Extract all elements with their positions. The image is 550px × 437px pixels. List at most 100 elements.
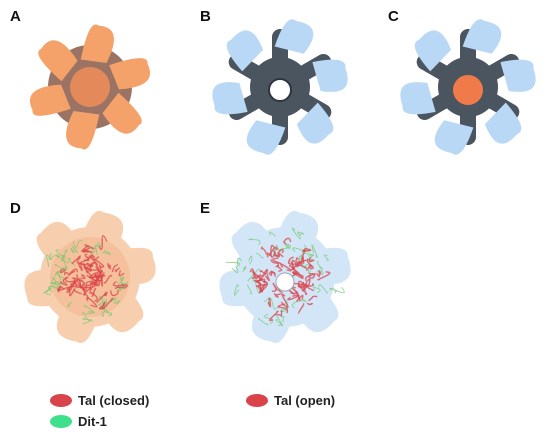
ribbon <box>287 294 300 301</box>
ribbon <box>306 302 313 306</box>
ribbon <box>304 272 316 282</box>
ribbon <box>291 227 301 240</box>
ribbon <box>101 310 106 317</box>
blue-lobes-b <box>212 19 348 155</box>
ribbon <box>67 301 72 308</box>
ribbon <box>65 276 79 283</box>
ribbon-model-d <box>24 210 156 344</box>
surface-lobe <box>295 284 339 333</box>
ribbon <box>329 287 345 294</box>
ribbon <box>301 248 307 262</box>
ribbon <box>119 275 124 291</box>
surface-lobe <box>100 284 144 333</box>
panel-label-a: A <box>10 8 21 25</box>
ribbon <box>83 284 92 296</box>
ribbon <box>76 256 90 264</box>
ribbon <box>77 263 86 272</box>
ribbon <box>276 310 283 317</box>
panel-label-e: E <box>200 200 211 217</box>
ribbon <box>89 283 94 294</box>
ribbon <box>225 261 241 267</box>
ribbon <box>86 297 98 308</box>
ribbon <box>82 250 90 253</box>
ribbon <box>308 256 315 263</box>
ribbon <box>247 268 260 282</box>
panel-label-d: D <box>10 200 21 217</box>
surface-lobe <box>231 221 275 270</box>
ribbon <box>296 231 305 236</box>
ribbon <box>98 301 106 310</box>
ribbon <box>89 254 95 259</box>
ribbon <box>71 255 81 265</box>
ribbon <box>268 270 275 276</box>
ribbon <box>277 264 283 272</box>
ribbon <box>283 237 292 245</box>
panel-e <box>210 202 360 352</box>
ribbon <box>107 263 112 270</box>
ribbon <box>98 234 108 251</box>
ribbon <box>96 293 107 303</box>
ribbon <box>290 287 299 295</box>
panel-c <box>393 12 543 162</box>
ribbon <box>60 281 68 286</box>
ribbon <box>292 271 304 278</box>
ribbon <box>271 282 279 292</box>
ribbon <box>107 312 113 317</box>
ribbon <box>264 274 270 282</box>
ribbon <box>316 260 324 271</box>
ribbon <box>296 263 308 272</box>
ribbon <box>51 278 60 287</box>
ribbons-e <box>225 227 345 327</box>
ribbon <box>280 293 289 309</box>
ribbon <box>115 283 125 290</box>
panel-d <box>15 202 165 352</box>
ribbon <box>80 274 86 279</box>
ribbon <box>81 318 91 325</box>
lobe <box>434 120 474 155</box>
ribbon <box>274 252 284 258</box>
ribbon <box>83 266 93 271</box>
ribbon <box>272 257 282 265</box>
lobe <box>484 102 522 144</box>
ribbon <box>249 268 257 279</box>
ribbon <box>315 270 322 278</box>
lobe-a <box>29 84 71 116</box>
ribbon <box>259 268 268 275</box>
central-pore-e <box>275 272 295 292</box>
ribbon <box>95 270 104 282</box>
ribbon <box>91 287 97 297</box>
ribbon <box>323 254 329 261</box>
ribbon <box>81 285 87 292</box>
ribbon <box>103 274 113 284</box>
ribbon <box>280 263 292 272</box>
ribbon <box>270 244 276 259</box>
ribbon <box>111 263 119 273</box>
ribbon <box>311 244 318 259</box>
ribbon <box>282 240 290 247</box>
orange-lobes-a <box>29 24 151 150</box>
legend-label-tal-open: Tal (open) <box>274 393 336 408</box>
ribbon <box>291 301 300 309</box>
ribbon <box>56 254 69 264</box>
ribbon <box>254 278 263 285</box>
ribbon <box>298 283 308 288</box>
ribbon <box>255 280 268 288</box>
ribbon <box>94 241 102 252</box>
ribbon <box>271 247 278 251</box>
ribbon <box>318 284 328 294</box>
ribbon <box>66 280 77 294</box>
ribbon <box>114 267 121 273</box>
ribbon <box>58 280 65 285</box>
lobe-a <box>102 92 142 134</box>
ribbon <box>281 316 285 323</box>
ribbon <box>260 246 268 255</box>
ribbon <box>68 288 75 297</box>
ribbon <box>84 244 95 250</box>
ribbon <box>61 249 68 262</box>
ribbon <box>114 299 120 305</box>
ribbon <box>118 283 127 291</box>
ribbon <box>267 297 272 308</box>
ribbon <box>231 265 239 274</box>
lobe <box>246 120 286 155</box>
ribbon <box>308 273 316 279</box>
